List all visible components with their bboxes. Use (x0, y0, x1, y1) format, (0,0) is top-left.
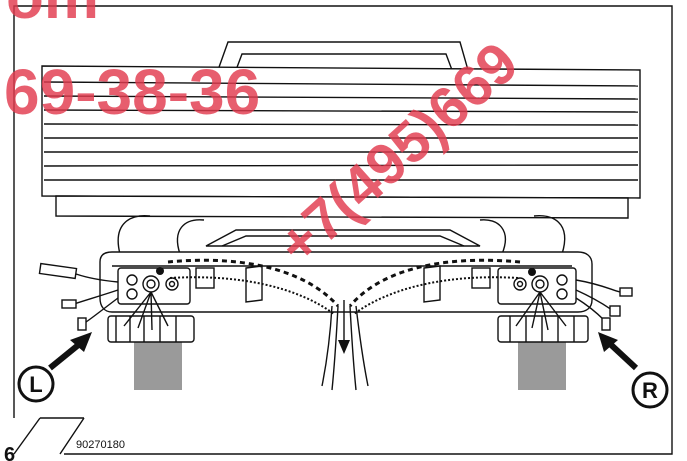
rear-bumper (99, 251, 593, 313)
watermark-line1: om (6, 0, 99, 32)
center-cable-bundle (321, 300, 369, 391)
left-mounting-block (134, 334, 182, 390)
rear-underside (117, 215, 566, 255)
right-side-leads (575, 279, 633, 331)
diagram-frame (13, 5, 673, 455)
watermark-line2: 69-38-36 (4, 56, 260, 128)
left-pointer-arrow (48, 332, 92, 371)
wire-routing-dotted (167, 258, 521, 315)
right-connector-plate (497, 291, 589, 390)
vehicle-body (41, 65, 641, 219)
right-mounting-block (518, 334, 566, 390)
figure-code: 90270180 (76, 439, 125, 451)
left-marker-label: L (29, 372, 42, 397)
left-connector-plate (107, 291, 195, 390)
right-marker-label: R (642, 378, 658, 403)
right-side-marker: R (631, 371, 669, 409)
left-side-marker: L (17, 365, 55, 403)
right-lamp-unit (497, 267, 577, 305)
right-pointer-arrow (598, 332, 639, 371)
figure-number: 6 (4, 444, 15, 461)
left-side-leads (38, 262, 119, 331)
